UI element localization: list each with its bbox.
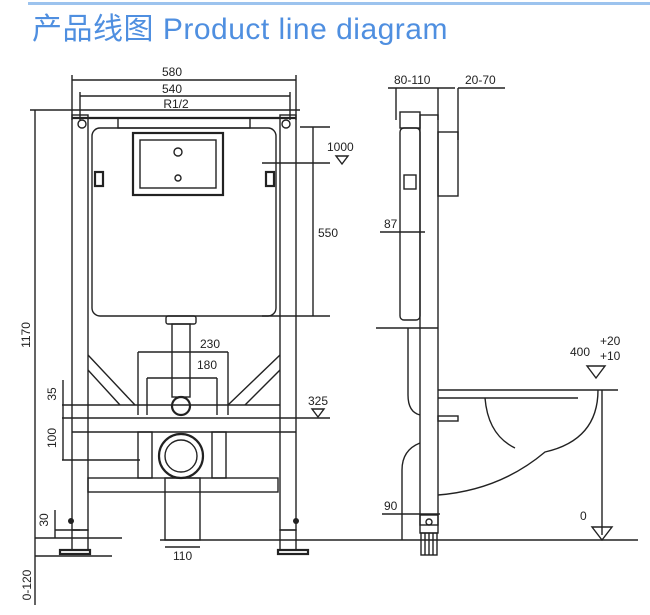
dim-580: 580 xyxy=(162,65,182,79)
thread-label: R1/2 xyxy=(163,97,189,111)
dim-1170: 1170 xyxy=(19,322,33,348)
dim-230: 230 xyxy=(200,337,220,351)
level-marker-icon xyxy=(585,365,607,380)
dim-80-110: 80-110 xyxy=(394,73,431,87)
level-325: 325 xyxy=(308,394,328,408)
level-1000: 1000 xyxy=(327,140,354,154)
dim-180: 180 xyxy=(197,358,217,372)
level-marker-icon xyxy=(590,526,614,542)
dim-foot-adjust: 0-120 xyxy=(20,569,34,600)
side-view: 80-110 20-70 87 400 +20 +10 0 90 xyxy=(350,73,638,556)
dim-30: 30 xyxy=(37,513,51,527)
tolerance-plus20: +20 xyxy=(600,334,621,348)
level-marker-icon xyxy=(334,155,350,166)
dim-87: 87 xyxy=(384,217,398,231)
seat-height-400: 400 xyxy=(570,345,590,359)
dim-110: 110 xyxy=(173,549,192,563)
level-marker-icon xyxy=(310,408,326,419)
dim-35: 35 xyxy=(45,387,59,401)
dim-100: 100 xyxy=(45,428,59,448)
page-title: 产品线图 Product line diagram xyxy=(32,13,448,46)
dim-540: 540 xyxy=(162,82,182,96)
front-view: 580 540 R1/2 550 1000 1170 xyxy=(19,65,354,605)
dim-550: 550 xyxy=(318,226,338,240)
header-rule xyxy=(28,2,650,5)
tolerance-plus10: +10 xyxy=(600,349,621,363)
dim-20-70: 20-70 xyxy=(465,73,496,87)
floor-level-0: 0 xyxy=(580,509,587,523)
dim-90: 90 xyxy=(384,499,398,513)
